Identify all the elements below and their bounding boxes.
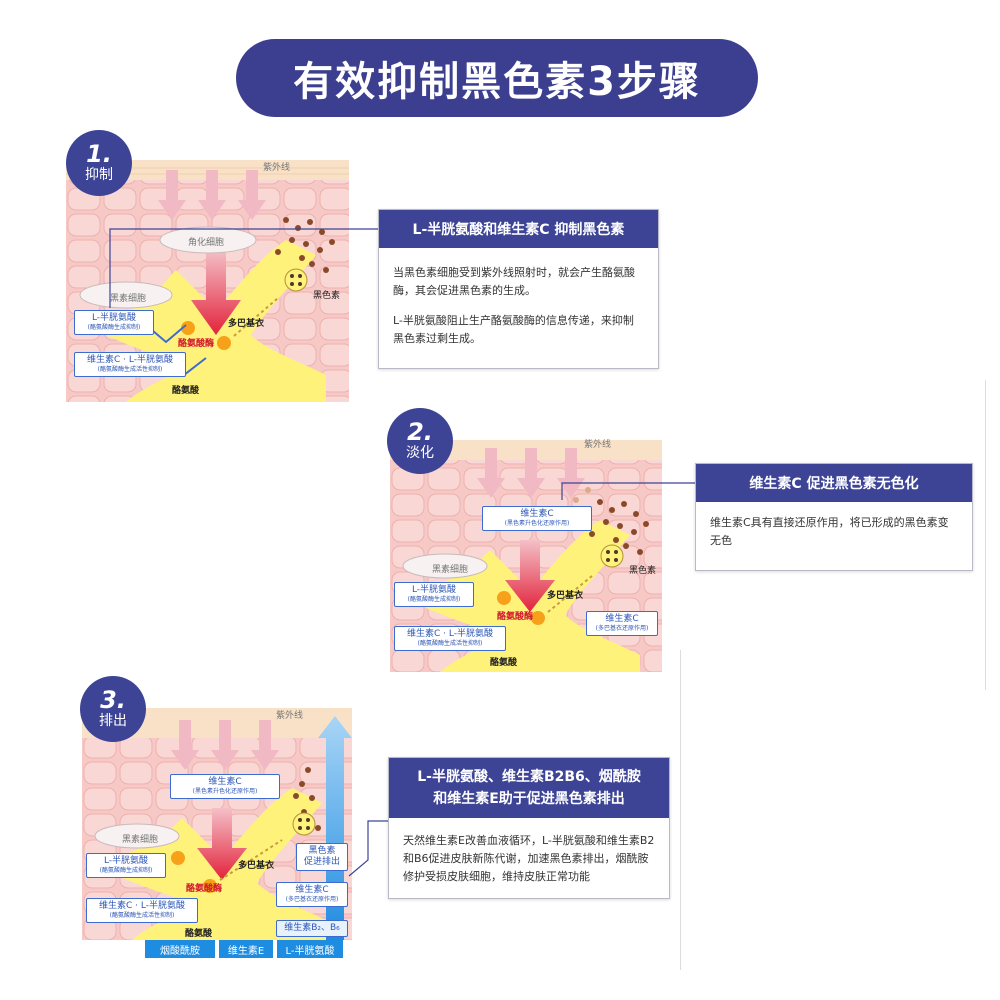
step1-number: 1.: [86, 140, 112, 168]
dopa-label: 多巴基衣: [228, 319, 265, 329]
card-text: L-半胱氨酸阻止生产酪氨酸酶的信息传递，来抑制黑色素过剩生成。: [393, 314, 634, 345]
box-title: 维生素C: [208, 777, 242, 787]
melanocyte-label: 黑素细胞: [432, 565, 469, 575]
vitc-dopa-box: 维生素C(多巴基衣还原作用): [586, 611, 658, 636]
vitc-dopa-box: 维生素C(多巴基衣还原作用): [276, 882, 348, 907]
box-title: 维生素B₂、B₆: [284, 923, 340, 933]
uv-label: 紫外线: [584, 440, 612, 450]
box-sub: (酪氨酸酶生成活性抑制): [417, 640, 483, 647]
step3-info-card: L-半胱氨酸、维生素B2B6、烟酰胺 和维生素E助于促进黑色素排出 天然维生素E…: [388, 757, 670, 899]
connector-line: [348, 820, 389, 877]
l-cysteine-box: L-半胱氨酸(酪氨酸酶生成抑制): [74, 310, 154, 335]
page-title: 有效抑制黑色素3步骤: [236, 39, 758, 117]
vitc-top-box: 维生素C(黑色素升色化还原作用): [170, 774, 280, 799]
step1-label: 抑制: [85, 167, 113, 183]
uv-label: 紫外线: [263, 163, 291, 173]
step2-info-card: 维生素C 促进黑色素无色化 维生素C具有直接还原作用，将已形成的黑色素变无色: [695, 463, 973, 571]
card-text: 维生素C具有直接还原作用，将已形成的黑色素变无色: [710, 516, 949, 547]
step1-illustration: [66, 160, 349, 402]
box-title: 维生素C: [605, 614, 639, 624]
divider: [680, 650, 681, 970]
box-title: 维生素C: [295, 885, 329, 895]
card-heading: L-半胱氨酸、维生素B2B6、烟酰胺 和维生素E助于促进黑色素排出: [389, 758, 669, 818]
l-cysteine-box: L-半胱氨酸(酪氨酸酶生成抑制): [86, 853, 166, 878]
box-sub: (酪氨酸酶生成活性抑制): [97, 366, 163, 373]
melanin-exit-box: 黑色素 促进排出: [296, 843, 348, 871]
card-text: 天然维生素E改善血液循环，L-半胱氨酸和维生素B2和B6促进皮肤新陈代谢，加速黑…: [403, 834, 655, 883]
melanocyte-label: 黑素细胞: [110, 294, 147, 304]
box-title: L-半胱氨酸: [103, 856, 149, 866]
tyrosine-label: 酪氨酸: [172, 386, 200, 396]
box-line: 促进排出: [303, 857, 340, 867]
box-line: 黑色素: [308, 846, 336, 856]
tag-niacinamide: 烟酸酰胺: [145, 940, 215, 958]
connector-line: [109, 228, 381, 308]
box-title: 维生素C · L-半胱氨酸: [87, 355, 173, 365]
vitc-cysteine-box: 维生素C · L-半胱氨酸(酪氨酸酶生成活性抑制): [394, 626, 506, 651]
step2-label: 淡化: [406, 445, 434, 461]
box-sub: (多巴基衣还原作用): [595, 625, 649, 632]
melanin-label: 黑色素: [629, 566, 657, 576]
melanin-label: 黑色素: [313, 291, 341, 301]
box-sub: (酪氨酸酶生成抑制): [87, 324, 141, 331]
melanocyte-label: 黑素细胞: [122, 835, 159, 845]
step3-badge: 3. 排出: [80, 676, 146, 742]
tyrosine-label: 酪氨酸: [185, 929, 213, 939]
box-sub: (酪氨酸酶生成活性抑制): [109, 912, 175, 919]
step1-info-card: L-半胱氨酸和维生素C 抑制黑色素 当黑色素细胞受到紫外线照射时，就会产生酪氨酸…: [378, 209, 659, 369]
card-heading-line: 和维生素E助于促进黑色素排出: [433, 791, 625, 807]
step2-number: 2.: [407, 418, 433, 446]
step1-badge: 1. 抑制: [66, 130, 132, 196]
box-sub: (酪氨酸酶生成抑制): [99, 867, 153, 874]
box-sub: (多巴基衣还原作用): [285, 896, 339, 903]
dopa-label: 多巴基衣: [238, 861, 275, 871]
enzyme-label: 酪氨酸酶: [178, 339, 215, 349]
box-title: L-半胱氨酸: [411, 585, 457, 595]
vitc-cysteine-box: 维生素C · L-半胱氨酸(酪氨酸酶生成活性抑制): [74, 352, 186, 377]
keratin-label: 角化细胞: [188, 238, 225, 248]
step3-label: 排出: [99, 713, 127, 729]
box-title: 维生素C · L-半胱氨酸: [407, 629, 493, 639]
step2-badge: 2. 淡化: [387, 408, 453, 474]
vit-b2b6-box: 维生素B₂、B₆: [276, 920, 348, 937]
enzyme-label: 酪氨酸酶: [186, 884, 223, 894]
tag-l-cysteine: L-半胱氨酸: [277, 940, 343, 958]
box-title: L-半胱氨酸: [91, 313, 137, 323]
box-sub: (黑色素升色化还原作用): [504, 520, 570, 527]
divider: [985, 380, 986, 690]
step3-number: 3.: [100, 686, 126, 714]
tag-vitamin-e: 维生素E: [219, 940, 273, 958]
dopa-label: 多巴基衣: [547, 591, 584, 601]
enzyme-label: 酪氨酸酶: [497, 612, 534, 622]
l-cysteine-box: L-半胱氨酸(酪氨酸酶生成抑制): [394, 582, 474, 607]
vitc-cysteine-box: 维生素C · L-半胱氨酸(酪氨酸酶生成活性抑制): [86, 898, 198, 923]
box-title: 维生素C: [520, 509, 554, 519]
card-heading-line: L-半胱氨酸、维生素B2B6、烟酰胺: [417, 769, 641, 785]
connector-line: [561, 482, 697, 500]
uv-label: 紫外线: [276, 711, 304, 721]
vitc-top-box: 维生素C(黑色素升色化还原作用): [482, 506, 592, 531]
box-sub: (黑色素升色化还原作用): [192, 788, 258, 795]
box-title: 维生素C · L-半胱氨酸: [99, 901, 185, 911]
box-sub: (酪氨酸酶生成抑制): [407, 596, 461, 603]
card-text: 当黑色素细胞受到紫外线照射时，就会产生酪氨酸酶，其会促进黑色素的生成。: [393, 266, 635, 297]
card-heading: 维生素C 促进黑色素无色化: [696, 464, 972, 502]
card-heading: L-半胱氨酸和维生素C 抑制黑色素: [379, 210, 658, 248]
tyrosine-label: 酪氨酸: [490, 658, 518, 668]
